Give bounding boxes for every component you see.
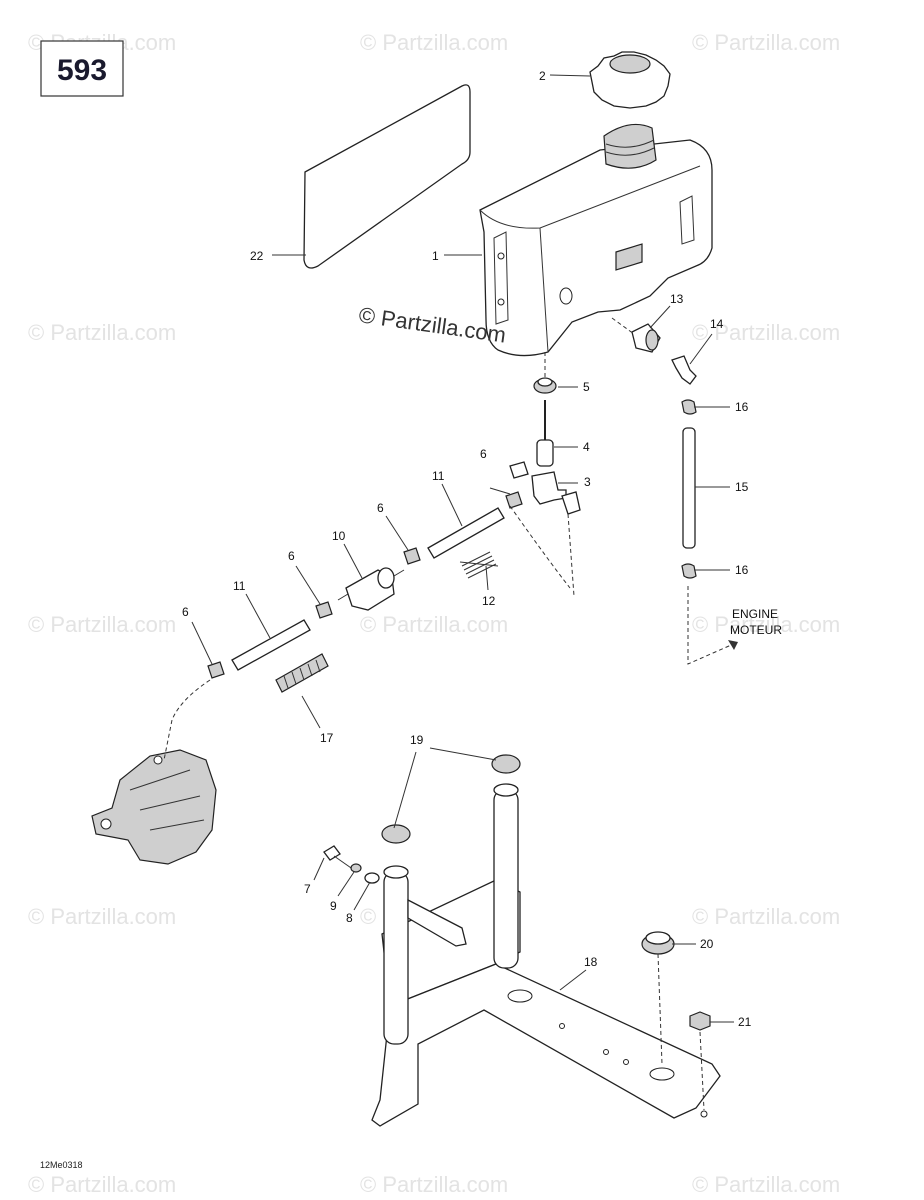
- callout-label: 6: [288, 549, 295, 563]
- drawing-code: 12Me0318: [40, 1160, 83, 1170]
- callout-label: 5: [583, 380, 590, 394]
- callout-label: 3: [584, 475, 591, 489]
- part-strainer: [536, 400, 554, 467]
- watermark-text: © Partzilla.com: [360, 1172, 508, 1197]
- callout-label: 16: [735, 400, 749, 414]
- callout-label: 20: [700, 937, 714, 951]
- part-fuel-pump: [91, 749, 217, 865]
- callout-label: 11: [233, 579, 246, 593]
- watermark-text: © Partzilla.com: [28, 612, 176, 637]
- callout-label: 17: [320, 731, 334, 745]
- watermark-text: © Partzilla.com: [28, 1172, 176, 1197]
- part-protective-sleeve: [275, 653, 329, 693]
- callout-label: 16: [735, 563, 749, 577]
- part-tank-cap: [589, 51, 671, 109]
- leader-lines: [191, 74, 734, 1023]
- part-tank-grommet: [533, 377, 557, 394]
- callout-label: 1: [432, 249, 439, 263]
- part-decal: [303, 84, 471, 269]
- callout-label: 7: [304, 882, 311, 896]
- callout-label: 8: [346, 911, 353, 925]
- part-fuel-hose: [231, 507, 505, 671]
- part-vent-hose: [682, 427, 696, 549]
- watermark-text: © Partzilla.com: [692, 1172, 840, 1197]
- callout-label: 6: [182, 605, 189, 619]
- part-rubber-mount: [641, 931, 675, 955]
- callout-label: 6: [377, 501, 384, 515]
- part-grommet: [631, 323, 661, 353]
- watermark-text: © Partzilla.com: [692, 30, 840, 55]
- callout-label: 11: [432, 469, 445, 483]
- part-tube-cap: [381, 754, 521, 844]
- callout-label: 10: [332, 529, 346, 543]
- callout-label: 6: [480, 447, 487, 461]
- part-bolt: [323, 845, 355, 871]
- callout-label: 19: [410, 733, 424, 747]
- watermark-text: © Partzilla.com: [692, 612, 840, 637]
- watermark-text: © Partzilla.com: [28, 320, 176, 345]
- part-washer: [350, 863, 380, 884]
- watermark-text: © Partzilla.com: [692, 320, 840, 345]
- engine-label-line: MOTEUR: [730, 623, 782, 637]
- callout-label: 12: [482, 594, 496, 608]
- part-tee-fitting: [509, 461, 581, 515]
- callout-label: 9: [330, 899, 337, 913]
- callout-labels: 1 2 3 4 5 6 6 6 6 7 8 9 10 11 11 12 13 1…: [182, 69, 752, 1029]
- part-spring: [459, 551, 499, 579]
- part-elbow-fitting: [671, 355, 697, 385]
- page-number-box: 593: [40, 40, 124, 97]
- part-hose-clamp: [207, 491, 523, 679]
- engine-label-line: ENGINE: [732, 607, 778, 621]
- callout-label: 13: [670, 292, 684, 306]
- callout-label: 14: [710, 317, 724, 331]
- watermark-text: © Partzilla.com: [692, 904, 840, 929]
- part-nut: [689, 1011, 711, 1031]
- part-clamp: [681, 399, 697, 579]
- engine-arrow-icon: [728, 640, 738, 650]
- part-fuel-filter: [337, 567, 405, 611]
- callout-label: 15: [735, 480, 749, 494]
- callout-label: 22: [250, 249, 264, 263]
- callout-label: 18: [584, 955, 598, 969]
- page-number: 593: [57, 54, 107, 87]
- engine-label: ENGINE MOTEUR: [730, 607, 782, 637]
- routing-lines: [163, 317, 739, 1111]
- callout-label: 4: [583, 440, 590, 454]
- callout-label: 21: [738, 1015, 752, 1029]
- part-oil-tank: [479, 123, 713, 357]
- watermark-text: © Partzilla.com: [28, 904, 176, 929]
- watermark-text: © Partzilla.com: [360, 30, 508, 55]
- watermark-text: © Partzilla.com: [360, 612, 508, 637]
- watermarks: © Partzilla.com © Partzilla.com © Partzi…: [28, 30, 840, 1197]
- part-support-bracket: [371, 783, 721, 1127]
- callout-label: 2: [539, 69, 546, 83]
- center-watermark: © Partzilla.com: [357, 302, 507, 347]
